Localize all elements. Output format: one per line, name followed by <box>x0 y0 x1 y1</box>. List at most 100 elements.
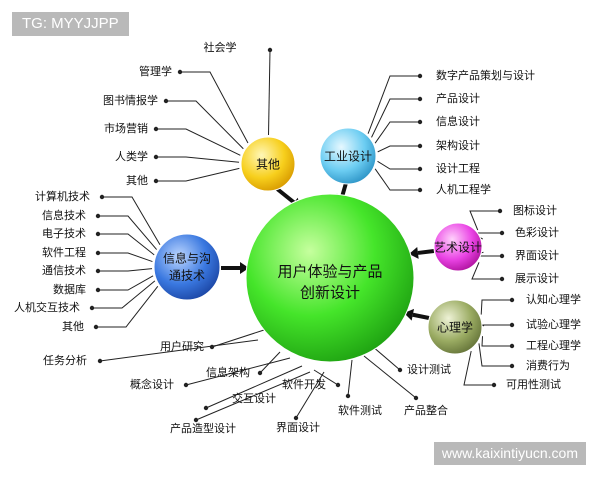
industrial-item-2: 信息设计 <box>436 114 480 128</box>
psych-connector <box>481 324 512 327</box>
industrial-connector <box>371 98 420 138</box>
other-item-0: 社会学 <box>204 40 237 54</box>
info-item-dot <box>95 268 101 274</box>
info-item-7: 其他 <box>62 320 84 333</box>
labels: 用户体验与产品创新设计社会学管理学图书情报学市场营销人类学其他其他数字产品策划与… <box>14 40 581 435</box>
psych-item-dot <box>509 343 515 349</box>
industrial-hub-bubble <box>319 127 377 185</box>
other-connector <box>166 100 244 150</box>
other-hub-label: 其他 <box>256 158 280 172</box>
industrial-connector <box>374 121 420 144</box>
art-item-dot <box>499 230 505 236</box>
process-connector <box>295 371 325 419</box>
other-item-dot <box>267 47 273 53</box>
other-item-dot <box>153 126 159 132</box>
center-title-line1: 用户体验与产品 <box>277 263 382 281</box>
art-item-0: 图标设计 <box>513 203 557 217</box>
info-connector <box>98 233 155 256</box>
process-connector <box>205 365 303 409</box>
process-connector <box>371 345 401 371</box>
info-item-dot <box>89 305 95 311</box>
process-dot <box>293 415 299 421</box>
industrial-connector <box>377 145 420 153</box>
process-dot <box>345 393 351 399</box>
industrial-hub-label: 工业设计 <box>324 150 372 164</box>
psych-item-dot <box>491 382 497 388</box>
center-bubble <box>245 193 415 363</box>
info-connector <box>98 268 153 272</box>
process-dot <box>97 358 103 364</box>
industrial-item-0: 数字产品策划与设计 <box>436 68 535 82</box>
industrial-item-dot <box>417 166 423 172</box>
art-item-dot <box>497 208 503 214</box>
process-connector <box>259 351 281 374</box>
process-connector <box>185 357 291 386</box>
industrial-item-1: 产品设计 <box>436 91 480 105</box>
psych-item-4: 可用性测试 <box>506 377 561 391</box>
art-item-3: 展示设计 <box>515 272 559 285</box>
process-dot <box>183 382 189 388</box>
watermark-url: www.kaixintiyucn.com <box>433 442 586 465</box>
info-connector <box>92 280 156 309</box>
psych-item-1: 试验心理学 <box>526 317 581 331</box>
other-item-dot <box>177 69 183 75</box>
info-item-dot <box>95 231 101 237</box>
process-connector <box>195 371 311 421</box>
process-dot <box>203 405 209 411</box>
process-connector <box>363 355 417 399</box>
psych-item-0: 认知心理学 <box>526 292 581 306</box>
process-dot <box>257 370 263 376</box>
psych-arrow <box>404 308 430 321</box>
info-connector <box>98 215 158 250</box>
process-connector <box>347 359 353 397</box>
info-item-dot <box>95 250 101 256</box>
industrial-item-3: 架构设计 <box>436 138 480 152</box>
process-step-5: 软件开发 <box>282 377 326 391</box>
process-step-1: 任务分析 <box>43 353 87 367</box>
art-item-2: 界面设计 <box>515 249 559 262</box>
industrial-item-dot <box>417 73 423 79</box>
process-dot <box>193 417 199 423</box>
psych-item-dot <box>509 363 515 369</box>
industrial-connector <box>374 168 420 191</box>
industrial-item-4: 设计工程 <box>436 162 480 175</box>
psych-connector <box>481 336 512 347</box>
art-connector <box>471 262 502 280</box>
info-connector <box>96 285 159 328</box>
info-item-2: 电子技术 <box>42 227 86 240</box>
info-item-dot <box>93 324 99 330</box>
process-step-0: 用户研究 <box>160 339 204 353</box>
industrial-item-5: 人机工程学 <box>436 182 491 196</box>
industrial-connector <box>377 160 420 170</box>
connector-lines <box>89 47 515 423</box>
industrial-item-dot <box>417 187 423 193</box>
process-step-6: 产品造型设计 <box>170 421 236 435</box>
psych-hub-bubble <box>427 299 483 355</box>
other-item-5: 其他 <box>126 174 148 187</box>
psych-item-3: 消费行为 <box>526 358 570 372</box>
info-connector <box>98 275 154 291</box>
info-arrow <box>221 262 249 274</box>
other-connector <box>156 128 241 156</box>
industrial-item-dot <box>417 96 423 102</box>
process-connector <box>313 369 339 386</box>
info-hub-label: 通技术 <box>169 269 205 283</box>
industrial-connector <box>367 75 420 134</box>
process-dot <box>413 395 419 401</box>
art-item-dot <box>499 276 505 282</box>
process-step-7: 界面设计 <box>276 421 320 434</box>
psych-item-dot <box>509 297 515 303</box>
industrial-item-dot <box>417 119 423 125</box>
process-dot <box>335 382 341 388</box>
art-hub-label: 艺术设计 <box>434 241 482 255</box>
info-item-3: 软件工程 <box>42 245 86 259</box>
other-item-dot <box>163 98 169 104</box>
other-connector <box>180 71 249 144</box>
info-item-dot <box>95 213 101 219</box>
psych-connector <box>463 350 494 386</box>
process-connector <box>211 329 265 348</box>
psych-hub-label: 心理学 <box>437 320 473 335</box>
art-item-dot <box>499 253 505 259</box>
art-hub-bubble <box>433 222 483 272</box>
process-step-8: 设计测试 <box>407 363 451 376</box>
